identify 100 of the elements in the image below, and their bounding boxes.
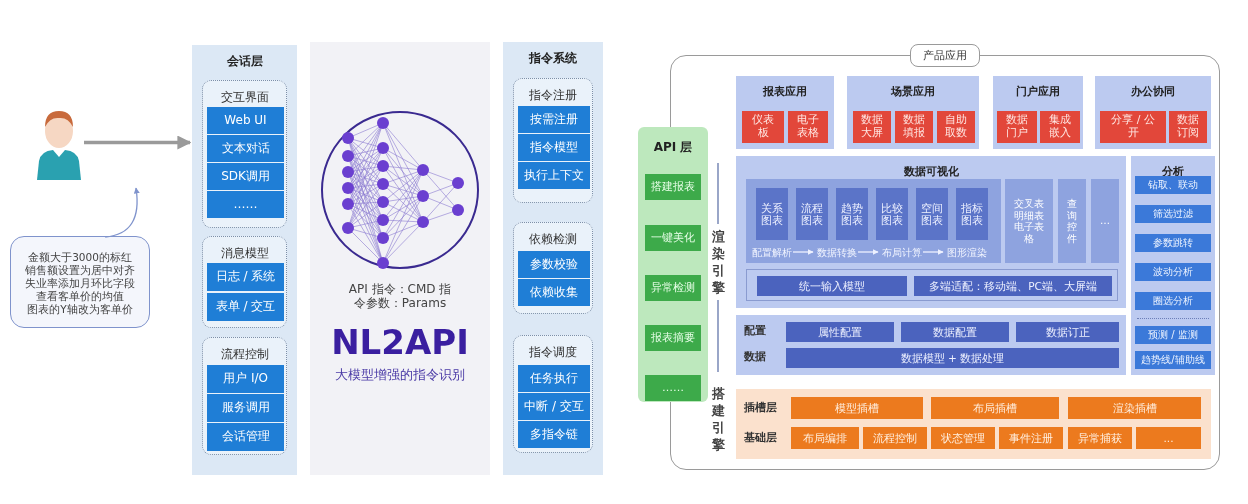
arrow [104,187,140,238]
chart-type-box: 空间图表 [916,188,948,240]
speech-bubble [10,236,150,328]
pipeline-step: 图形渲染 [946,246,988,260]
group-title: API 层 [652,139,694,156]
chart-type-box: 趋势图表 [836,188,868,240]
module-group [202,337,287,455]
app-box: 数据大屏 [853,111,891,143]
command-caption: API 指令：CMD 指令参数：Params [347,282,453,311]
query-text: 销售额设置为居中对齐 [24,264,136,278]
layer-panel [503,42,603,475]
api-box: 报表摘要 [645,325,701,351]
analysis-box: 钻取、联动 [1135,176,1211,194]
nl2api-panel [310,42,490,475]
module-box: 执行上下文 [518,162,590,189]
slot-box: 流程控制 [863,427,927,449]
adapter-row [746,269,1118,301]
app-box: 数据填报 [895,111,933,143]
module-box: 会话管理 [207,423,284,451]
app-box: 自助取数 [937,111,975,143]
module-box: SDK调用 [207,163,284,190]
arrow [922,249,944,255]
slot-box: 事件注册 [999,427,1063,449]
subtitle: 大模型增强的指令识别 [334,366,466,384]
pipeline-step: 数据转换 [816,246,858,260]
module-box: 数据模型 + 数据处理 [786,348,1119,368]
module-box: 中断 / 交互 [518,393,590,420]
group-title: 流程控制 [219,346,270,363]
product-title: NL2API [330,322,470,362]
analysis-box: 参数跳转 [1135,234,1211,252]
app-box: 电子表格 [788,111,828,143]
module-box: 按需注册 [518,106,590,133]
api-box: …… [645,375,701,401]
table-type-box: 交叉表明细表电子表格 [1005,179,1053,263]
app-box: 数据订阅 [1169,111,1207,143]
analysis-box: 筛选过滤 [1135,205,1211,223]
api-box: 异常检测 [645,275,701,301]
api-box: 搭建报表 [645,174,701,200]
app-box: 仪表板 [742,111,784,143]
group-title: 报表应用 [762,84,808,99]
module-box: 服务调用 [207,394,284,422]
module-box: 属性配置 [786,322,894,342]
module-box: 数据配置 [901,322,1009,342]
analysis-box: 预测 / 监测 [1135,326,1211,344]
group-title: 门户应用 [1015,84,1061,99]
module-group [513,78,593,203]
layer-panel [192,45,297,475]
api-box: 一键美化 [645,225,701,251]
module-box: 文本对话 [207,135,284,162]
analysis-panel [1131,156,1215,375]
slot-box: ... [1136,427,1201,449]
module-box: Web UI [207,107,284,134]
engine-panel [736,389,1211,459]
query-text: 金额大于3000的标红 [27,251,133,265]
module-group [513,335,593,453]
module-box: 多端适配：移动端、PC端、大屏端 [914,276,1112,296]
module-group [513,222,593,314]
group-title: 指令系统 [528,50,578,67]
module-group [202,80,287,228]
app-box: 集成嵌入 [1040,111,1080,143]
visualization-panel [736,156,1126,308]
chart-type-box: 指标图表 [956,188,988,240]
module-box: 任务执行 [518,365,590,392]
pipeline-step: 配置解析 [751,246,793,260]
group-title: 办公协同 [1130,84,1176,99]
query-text: 图表的Y轴改为客单价 [26,303,134,317]
slot-box: 布局编排 [791,427,859,449]
module-box: 数据订正 [1016,322,1119,342]
module-box: 指令模型 [518,134,590,161]
module-box: 统一输入模型 [757,276,907,296]
module-box: …… [207,191,284,218]
module-box: 日志 / 系统 [207,263,284,291]
pipeline-step: 布局计算 [881,246,923,260]
chart-type-panel [746,179,1001,263]
control-box: 查询控件 [1058,179,1086,263]
query-text: 失业率添加月环比字段 [24,277,136,291]
module-box: 依赖收集 [518,279,590,306]
application-panel [1095,76,1211,149]
analysis-box: 波动分析 [1135,263,1211,281]
row-label: 基础层 [744,430,777,445]
app-box: 数据门户 [997,111,1037,143]
module-box: 参数校验 [518,251,590,278]
slot-box: 布局插槽 [931,397,1059,419]
vertical-label: 渲染引擎 [710,228,726,296]
module-box: 多指令链 [518,421,590,448]
arrow [857,249,879,255]
app-box: 分享 / 公开 [1100,111,1166,143]
group-title: 数据可视化 [902,164,960,179]
row-label: 配置 [744,323,766,338]
group-title: 场景应用 [890,84,936,99]
analysis-box: 圈选分析 [1135,292,1211,310]
row-label: 插槽层 [744,400,777,415]
frame-title: 产品应用 [910,44,980,67]
module-box: 用户 I/O [207,365,284,393]
chart-type-box: 关系图表 [756,188,788,240]
group-title: 指令调度 [528,344,578,361]
arrow [84,135,192,150]
config-panel [736,315,1126,375]
analysis-box: 趋势线/辅助线 [1135,351,1211,369]
group-title: 分析 [1161,164,1185,179]
